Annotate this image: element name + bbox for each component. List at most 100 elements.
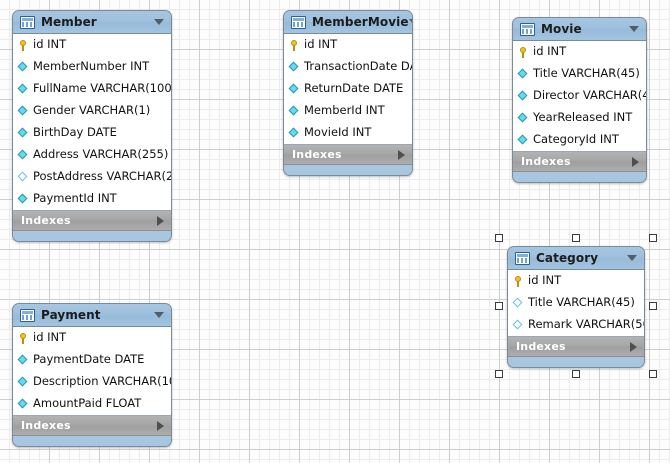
triangle-right-icon[interactable] — [398, 149, 405, 160]
column-label: PaymentDate DATE — [33, 352, 145, 367]
table-name-label: Category — [536, 251, 599, 265]
column-row[interactable]: AmountPaid FLOAT — [13, 393, 171, 415]
table-icon — [20, 15, 35, 29]
resize-handle-sw[interactable] — [495, 370, 503, 378]
column-row[interactable]: ReturnDate DATE — [284, 78, 412, 100]
column-label: YearReleased INT — [533, 110, 633, 125]
resize-handle-s[interactable] — [572, 370, 580, 378]
column-list: id INT TransactionDate DATE ReturnDate DAT… — [284, 34, 412, 145]
triangle-right-icon[interactable] — [630, 341, 637, 352]
indexes-label: Indexes — [21, 214, 71, 227]
resize-handle-w[interactable] — [495, 302, 503, 310]
column-label: PostAddress VARCHAR(255) — [33, 169, 172, 184]
column-row[interactable]: MemberNumber INT — [13, 56, 171, 78]
table-figure-membermovie[interactable]: MemberMovie id INT TransactionDate DATE Ret… — [283, 10, 413, 176]
column-row[interactable]: id INT — [13, 34, 171, 56]
table-icon — [515, 251, 530, 265]
diamond-icon — [517, 90, 530, 103]
column-row[interactable]: Description VARCHAR(100) — [13, 371, 171, 393]
column-label: AmountPaid FLOAT — [33, 396, 142, 411]
chevron-down-icon[interactable] — [154, 19, 164, 25]
table-header[interactable]: MemberMovie — [284, 11, 412, 34]
column-row[interactable]: PostAddress VARCHAR(255) — [13, 166, 171, 188]
diamond-icon — [288, 61, 301, 74]
column-label: id INT — [33, 330, 67, 345]
column-row[interactable]: PaymentDate DATE — [13, 349, 171, 371]
table-header[interactable]: Movie — [513, 18, 646, 41]
column-row[interactable]: MemberId INT — [284, 100, 412, 122]
column-label: MemberId INT — [304, 103, 385, 118]
indexes-section-header[interactable]: Indexes — [13, 416, 171, 436]
diamond-icon — [288, 105, 301, 118]
indexes-section-header[interactable]: Indexes — [508, 337, 644, 357]
diamond-icon — [17, 105, 30, 118]
column-label: id INT — [304, 37, 338, 52]
column-row[interactable]: YearReleased INT — [513, 107, 646, 129]
key-icon — [288, 39, 301, 52]
column-row[interactable]: Address VARCHAR(255) — [13, 144, 171, 166]
column-row[interactable]: Remark VARCHAR(500) — [508, 314, 644, 336]
column-list: id INT MemberNumber INT FullName VARCHAR(1… — [13, 34, 171, 211]
resize-handle-nw[interactable] — [495, 234, 503, 242]
column-row[interactable]: id INT — [513, 41, 646, 63]
column-label: id INT — [528, 273, 562, 288]
column-label: Title VARCHAR(45) — [528, 295, 635, 310]
table-figure-category[interactable]: Category id INT Title VARCHAR(45) Remark VA… — [507, 246, 645, 368]
resize-handle-n[interactable] — [572, 234, 580, 242]
table-name-label: Member — [41, 15, 97, 29]
chevron-down-icon[interactable] — [154, 312, 164, 318]
table-name-label: Payment — [41, 308, 101, 322]
indexes-section-header[interactable]: Indexes — [513, 152, 646, 172]
column-label: Remark VARCHAR(500) — [528, 317, 644, 332]
diamond-icon — [17, 61, 30, 74]
column-row[interactable]: BirthDay DATE — [13, 122, 171, 144]
indexes-section-header[interactable]: Indexes — [13, 211, 171, 231]
table-figure-payment[interactable]: Payment id INT PaymentDate DATE Description… — [12, 303, 172, 447]
diamond-icon — [17, 83, 30, 96]
column-label: Address VARCHAR(255) — [33, 147, 169, 162]
column-row[interactable]: Director VARCHAR(45) — [513, 85, 646, 107]
table-footer — [284, 165, 412, 175]
column-row[interactable]: Title VARCHAR(45) — [513, 63, 646, 85]
selection-handles[interactable] — [495, 234, 657, 378]
resize-handle-e[interactable] — [649, 302, 657, 310]
triangle-right-icon[interactable] — [157, 420, 164, 431]
resize-handle-ne[interactable] — [649, 234, 657, 242]
indexes-section-header[interactable]: Indexes — [284, 145, 412, 165]
indexes-label: Indexes — [292, 148, 342, 161]
column-row[interactable]: Gender VARCHAR(1) — [13, 100, 171, 122]
column-label: MemberNumber INT — [33, 59, 150, 74]
column-label: FullName VARCHAR(100) — [33, 81, 172, 96]
table-footer — [508, 357, 644, 367]
column-label: ReturnDate DATE — [304, 81, 404, 96]
indexes-label: Indexes — [21, 419, 71, 432]
table-footer — [513, 172, 646, 182]
chevron-down-icon[interactable] — [629, 26, 639, 32]
triangle-right-icon[interactable] — [632, 156, 639, 167]
diamond-outline-icon — [17, 171, 30, 184]
chevron-down-icon[interactable] — [408, 19, 412, 25]
table-header[interactable]: Category — [508, 247, 644, 270]
column-row[interactable]: id INT — [13, 327, 171, 349]
chevron-down-icon[interactable] — [627, 255, 637, 261]
column-label: Description VARCHAR(100) — [33, 374, 171, 389]
column-row[interactable]: CategoryId INT — [513, 129, 646, 151]
column-row[interactable]: FullName VARCHAR(100) — [13, 78, 171, 100]
table-header[interactable]: Member — [13, 11, 171, 34]
table-figure-member[interactable]: Member id INT MemberNumber INT FullName VAR… — [12, 10, 172, 242]
column-label: id INT — [33, 37, 67, 52]
table-icon — [520, 22, 535, 36]
column-row[interactable]: Title VARCHAR(45) — [508, 292, 644, 314]
resize-handle-se[interactable] — [649, 370, 657, 378]
diamond-icon — [517, 134, 530, 147]
table-header[interactable]: Payment — [13, 304, 171, 327]
column-row[interactable]: MovieId INT — [284, 122, 412, 144]
triangle-right-icon[interactable] — [157, 215, 164, 226]
column-row[interactable]: TransactionDate DATE — [284, 56, 412, 78]
column-row[interactable]: PaymentId INT — [13, 188, 171, 210]
column-row[interactable]: id INT — [508, 270, 644, 292]
column-row[interactable]: id INT — [284, 34, 412, 56]
